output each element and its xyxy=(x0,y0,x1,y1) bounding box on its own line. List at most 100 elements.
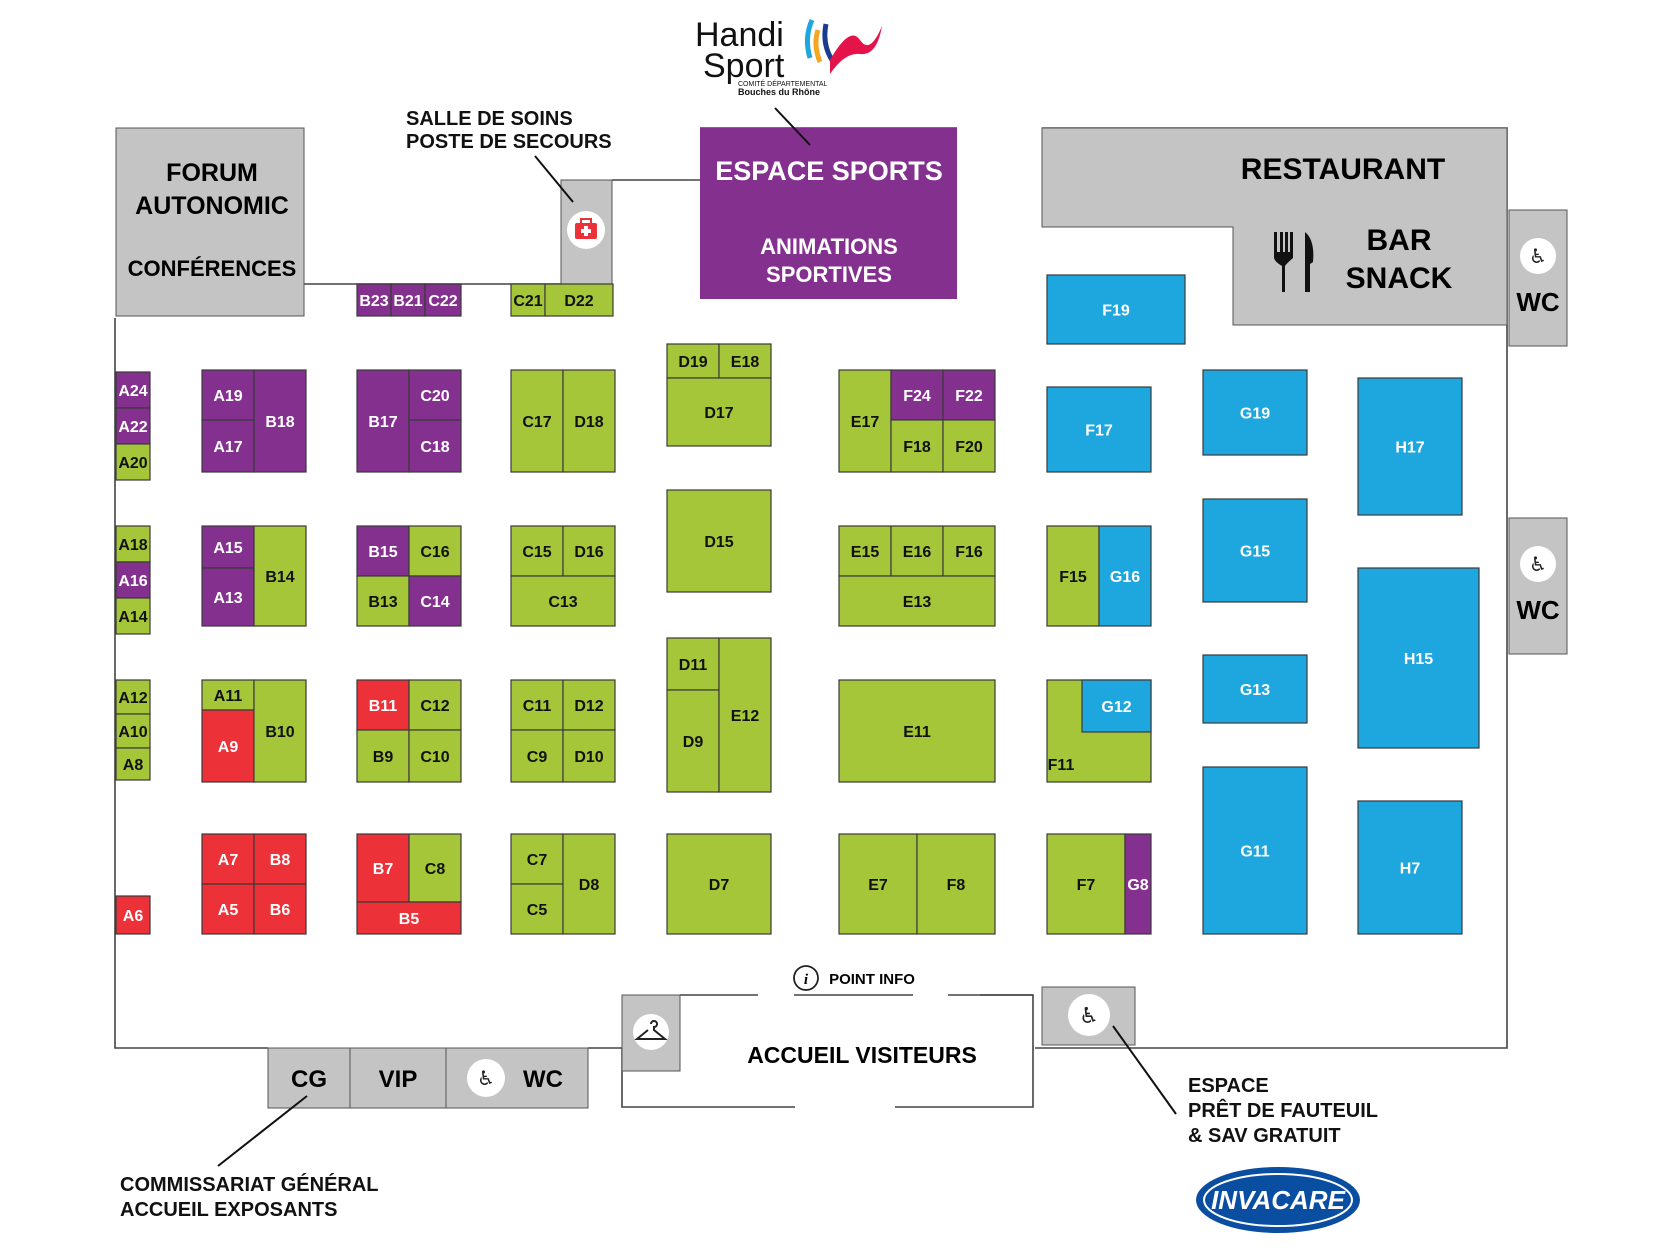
booth-a20[interactable]: A20 xyxy=(115,443,151,481)
booth-d10[interactable]: D10 xyxy=(562,729,616,783)
booth-e13[interactable]: E13 xyxy=(838,575,996,627)
booth-d7[interactable]: D7 xyxy=(666,833,772,935)
booth-g8[interactable]: G8 xyxy=(1124,833,1152,935)
booth-b13[interactable]: B13 xyxy=(356,575,410,627)
booth-e17[interactable]: E17 xyxy=(838,369,892,473)
booth-a8[interactable]: A8 xyxy=(115,747,151,781)
booth-d17[interactable]: D17 xyxy=(666,377,772,447)
booth-b21[interactable]: B21 xyxy=(390,283,426,317)
booth-f8[interactable]: F8 xyxy=(916,833,996,935)
booth-b11[interactable]: B11 xyxy=(356,679,410,731)
booth-c7[interactable]: C7 xyxy=(510,833,564,885)
booth-a19[interactable]: A19 xyxy=(201,369,255,421)
booth-b7[interactable]: B7 xyxy=(356,833,410,903)
booth-b6[interactable]: B6 xyxy=(253,883,307,935)
booth-f20[interactable]: F20 xyxy=(942,419,996,473)
booth-a5[interactable]: A5 xyxy=(201,883,255,935)
booth-c12[interactable]: C12 xyxy=(408,679,462,731)
booth-f19[interactable]: F19 xyxy=(1046,274,1186,345)
booth-b5[interactable]: B5 xyxy=(356,901,462,935)
booth-a7[interactable]: A7 xyxy=(201,833,255,885)
wc-right-2[interactable]: ♿ WC xyxy=(1508,517,1568,655)
point-info[interactable]: i POINT INFO xyxy=(793,965,915,996)
booth-b17[interactable]: B17 xyxy=(356,369,410,473)
booth-b10[interactable]: B10 xyxy=(253,679,307,783)
booth-f15[interactable]: F15 xyxy=(1046,525,1100,627)
booth-c14[interactable]: C14 xyxy=(408,575,462,627)
booth-rect xyxy=(424,283,462,317)
booth-g16[interactable]: G16 xyxy=(1098,525,1152,627)
booth-a15[interactable]: A15 xyxy=(201,525,255,569)
booth-f24[interactable]: F24 xyxy=(890,369,944,421)
booth-d8[interactable]: D8 xyxy=(562,833,616,935)
booth-b9[interactable]: B9 xyxy=(356,729,410,783)
booth-g19[interactable]: G19 xyxy=(1202,369,1308,456)
booth-f18[interactable]: F18 xyxy=(890,419,944,473)
booth-h7[interactable]: H7 xyxy=(1357,800,1463,935)
booth-e16[interactable]: E16 xyxy=(890,525,944,577)
booth-d11[interactable]: D11 xyxy=(666,637,720,691)
booth-d12[interactable]: D12 xyxy=(562,679,616,731)
booth-c20[interactable]: C20 xyxy=(408,369,462,421)
booth-a11[interactable]: A11 xyxy=(201,679,255,711)
booth-h15[interactable]: H15 xyxy=(1357,567,1480,749)
booth-a18[interactable]: A18 xyxy=(115,525,151,563)
booth-g13[interactable]: G13 xyxy=(1202,654,1308,724)
booth-e18[interactable]: E18 xyxy=(718,343,772,379)
vip-room[interactable] xyxy=(349,1047,447,1109)
booth-d16[interactable]: D16 xyxy=(562,525,616,577)
booth-f16[interactable]: F16 xyxy=(942,525,996,577)
booth-f7[interactable]: F7 xyxy=(1046,833,1126,935)
booth-d19[interactable]: D19 xyxy=(666,343,720,379)
wc-right-1[interactable]: ♿ WC xyxy=(1508,209,1568,347)
booth-d18[interactable]: D18 xyxy=(562,369,616,473)
espace-sports[interactable]: ESPACE SPORTS ANIMATIONS SPORTIVES xyxy=(700,128,957,299)
booth-c13[interactable]: C13 xyxy=(510,575,616,627)
booth-a6[interactable]: A6 xyxy=(115,895,151,935)
booth-c9[interactable]: C9 xyxy=(510,729,564,783)
booth-e7[interactable]: E7 xyxy=(838,833,918,935)
booth-f17[interactable]: F17 xyxy=(1046,386,1152,473)
booth-g12[interactable]: G12 xyxy=(1081,679,1152,733)
booth-c8[interactable]: C8 xyxy=(408,833,462,903)
booth-e12[interactable]: E12 xyxy=(718,637,772,793)
booth-c17[interactable]: C17 xyxy=(510,369,564,473)
booth-b18[interactable]: B18 xyxy=(253,369,307,473)
booth-c11[interactable]: C11 xyxy=(510,679,564,731)
booth-b14[interactable]: B14 xyxy=(253,525,307,627)
booth-c10[interactable]: C10 xyxy=(408,729,462,783)
booth-rect xyxy=(1046,386,1152,473)
booth-d15[interactable]: D15 xyxy=(666,489,772,593)
booth-c21[interactable]: C21 xyxy=(510,283,546,317)
booth-h17[interactable]: H17 xyxy=(1357,377,1463,516)
booth-d22[interactable]: D22 xyxy=(544,283,614,317)
booth-f22[interactable]: F22 xyxy=(942,369,996,421)
booth-a22[interactable]: A22 xyxy=(115,407,151,445)
booth-c5[interactable]: C5 xyxy=(510,883,564,935)
booth-a24[interactable]: A24 xyxy=(115,371,151,409)
booth-a12[interactable]: A12 xyxy=(115,679,151,715)
cloakroom[interactable] xyxy=(621,994,681,1072)
booth-a17[interactable]: A17 xyxy=(201,419,255,473)
booth-e11[interactable]: E11 xyxy=(838,679,996,783)
booth-a14[interactable]: A14 xyxy=(115,597,151,635)
booth-g15[interactable]: G15 xyxy=(1202,498,1308,603)
booth-d9[interactable]: D9 xyxy=(666,689,720,793)
forum-autonomic[interactable]: FORUM AUTONOMIC CONFÉRENCES xyxy=(115,127,305,317)
booth-c16[interactable]: C16 xyxy=(408,525,462,577)
booth-a13[interactable]: A13 xyxy=(201,567,255,627)
booth-b15[interactable]: B15 xyxy=(356,525,410,577)
booth-e15[interactable]: E15 xyxy=(838,525,892,577)
booth-a16[interactable]: A16 xyxy=(115,561,151,599)
booth-b23[interactable]: B23 xyxy=(356,283,392,317)
booth-c15[interactable]: C15 xyxy=(510,525,564,577)
booth-a10[interactable]: A10 xyxy=(115,713,151,749)
restaurant-area[interactable]: RESTAURANT BAR SNACK xyxy=(1041,127,1508,326)
booth-g11[interactable]: G11 xyxy=(1202,766,1308,935)
cg-room[interactable] xyxy=(267,1047,351,1109)
booth-c18[interactable]: C18 xyxy=(408,419,462,473)
accueil-visiteurs[interactable]: ACCUEIL VISITEURS xyxy=(747,1042,977,1068)
booth-a9[interactable]: A9 xyxy=(201,709,255,783)
booth-c22[interactable]: C22 xyxy=(424,283,462,317)
booth-b8[interactable]: B8 xyxy=(253,833,307,885)
